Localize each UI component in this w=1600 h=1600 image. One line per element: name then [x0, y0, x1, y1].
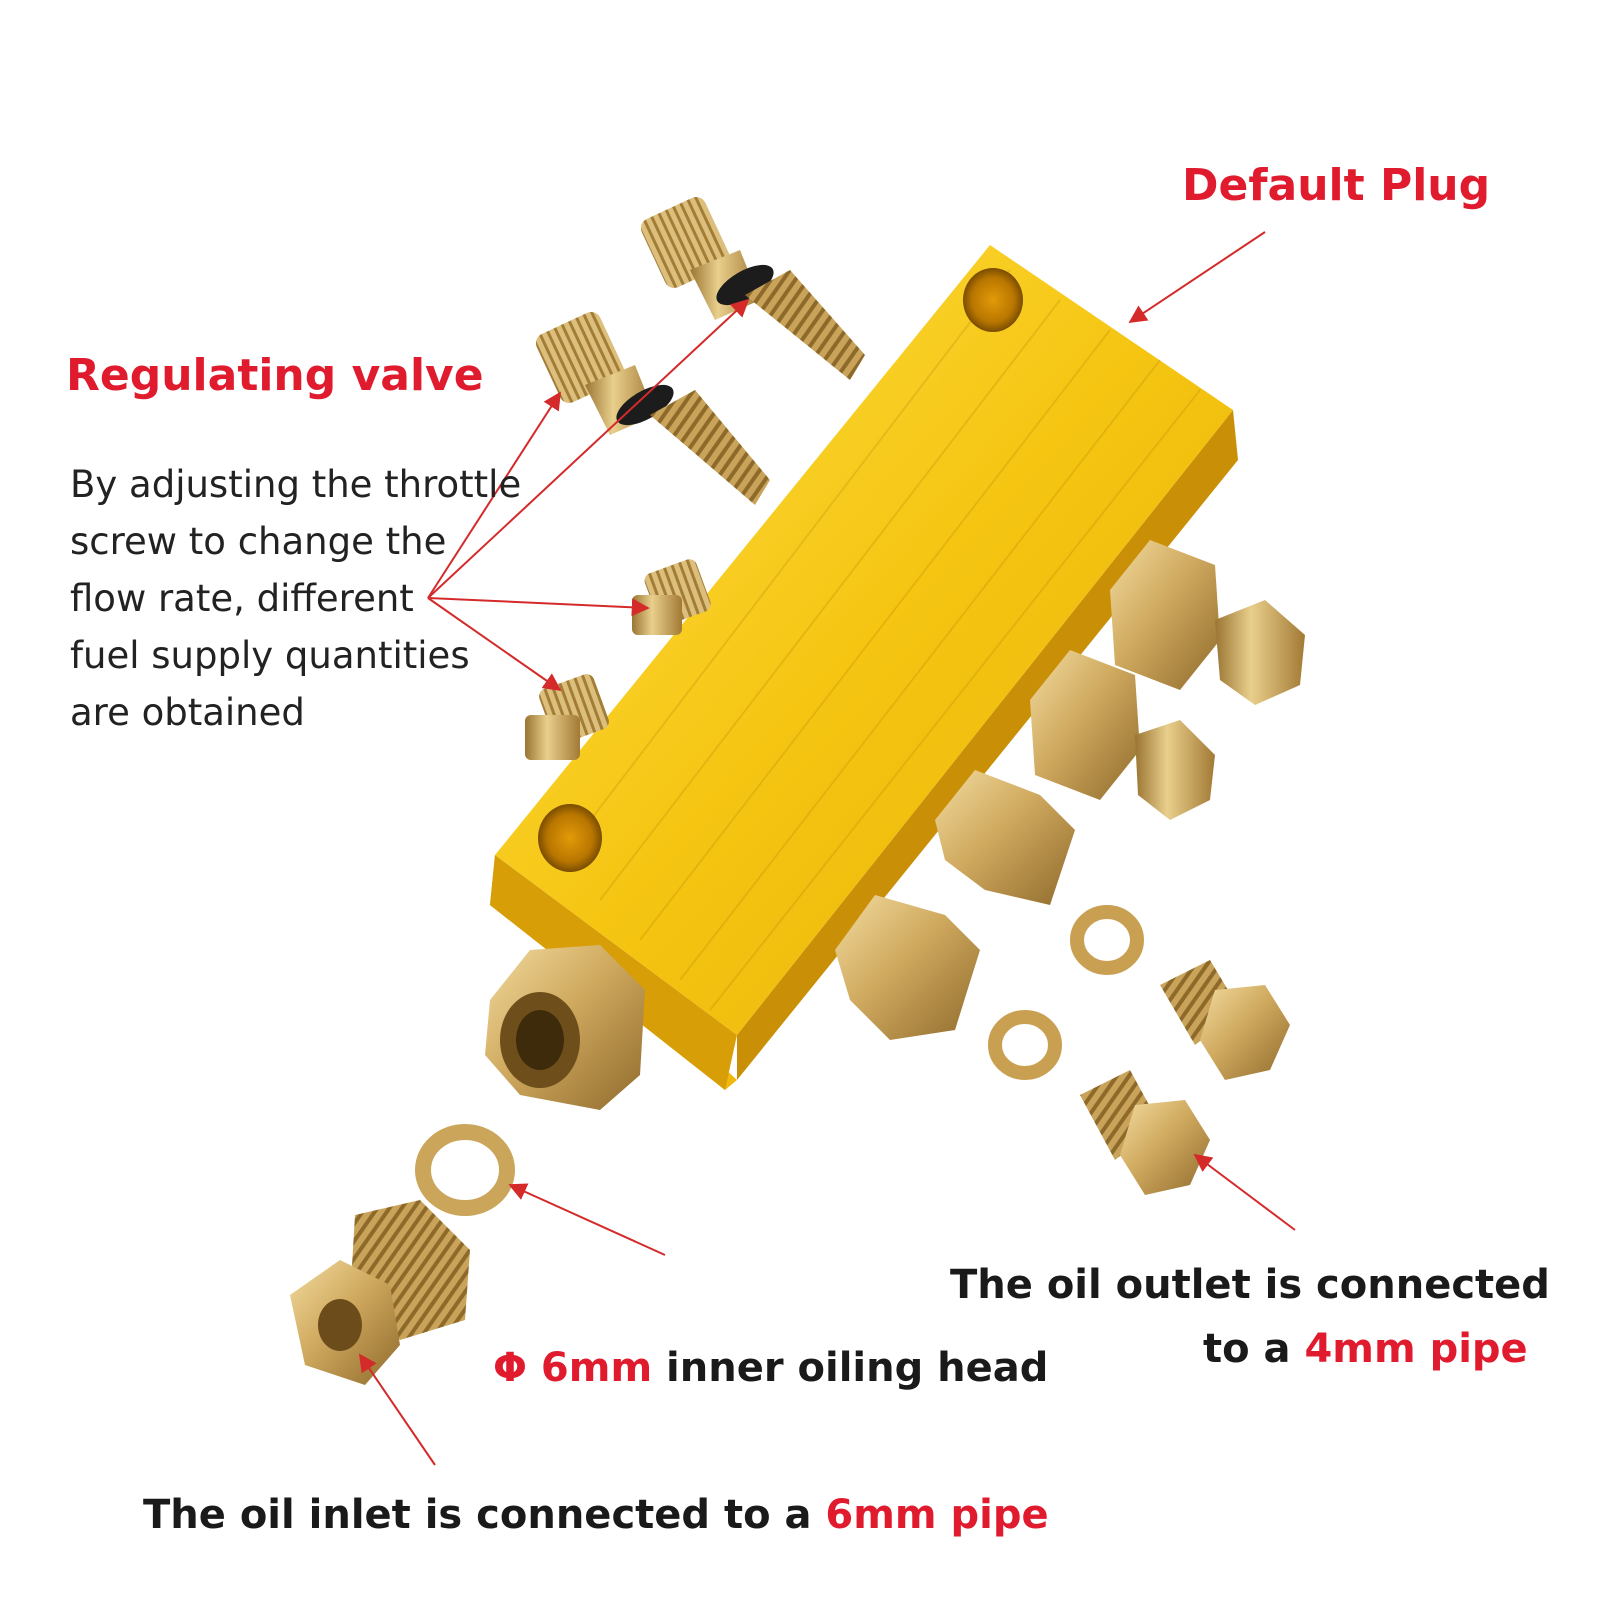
- arrow-regulating-upper: [427, 298, 750, 599]
- regulating-valve-label: Regulating valve: [66, 350, 484, 401]
- outlet-fitting: [835, 895, 980, 1040]
- description-line: screw to change the: [70, 520, 447, 563]
- description-line: are obtained: [70, 691, 305, 734]
- regulating-screw-upper: [640, 196, 865, 380]
- inlet-prefix: The oil inlet is connected to a: [143, 1492, 826, 1538]
- oiling-head-size: Φ 6mm: [493, 1345, 653, 1391]
- inlet-size: 6mm pipe: [825, 1492, 1049, 1538]
- inlet-fitting: [485, 945, 645, 1110]
- arrow-regulating-head: [427, 597, 650, 617]
- mounting-hole-bottom: [538, 804, 602, 872]
- installed-screw-head: [525, 674, 609, 760]
- arrow-inlet: [358, 1353, 436, 1466]
- description-line: By adjusting the throttle: [70, 463, 522, 506]
- callout-arrows: [358, 231, 1296, 1466]
- outlet-fitting: [935, 770, 1075, 905]
- outlet-nut: [1080, 1070, 1210, 1195]
- block-top-face: [495, 245, 1233, 1035]
- block-side-face: [737, 410, 1238, 1080]
- outlet-fittings: [835, 540, 1305, 1040]
- inner-oiling-head-olive: [415, 1124, 515, 1216]
- inlet-label: The oil inlet is connected to a 6mm pipe: [143, 1492, 1049, 1538]
- arrow-oiling-head: [508, 1183, 666, 1256]
- arrow-regulating-lower: [427, 391, 561, 599]
- arrow-outlet: [1193, 1153, 1296, 1231]
- inlet-nut: [290, 1200, 470, 1385]
- outlet-fitting: [1110, 540, 1305, 705]
- outlet-fitting: [1030, 650, 1215, 820]
- outlet-prefix: to a: [1203, 1326, 1305, 1372]
- olive-ring-small: [1070, 905, 1144, 975]
- mounting-hole-top: [963, 268, 1023, 332]
- arrow-regulating-head-lower: [427, 597, 562, 692]
- outlet-nut: [1160, 960, 1290, 1080]
- regulating-screw-lower: [535, 311, 770, 505]
- oiling-head-label: Φ 6mm inner oiling head: [493, 1345, 1048, 1391]
- olive-ring-small: [988, 1010, 1062, 1080]
- outlet-label-line1: The oil outlet is connected: [950, 1262, 1550, 1308]
- description-line: fuel supply quantities: [70, 634, 470, 677]
- oiling-head-text: inner oiling head: [652, 1345, 1049, 1391]
- arrow-default-plug: [1128, 231, 1266, 323]
- description-line: flow rate, different: [70, 577, 414, 620]
- outlet-label-line2: to a 4mm pipe: [1203, 1326, 1528, 1372]
- default-plug-label: Default Plug: [1182, 160, 1491, 211]
- outlet-size: 4mm pipe: [1304, 1326, 1528, 1372]
- regulating-valve-description: By adjusting the throttle screw to chang…: [70, 456, 521, 741]
